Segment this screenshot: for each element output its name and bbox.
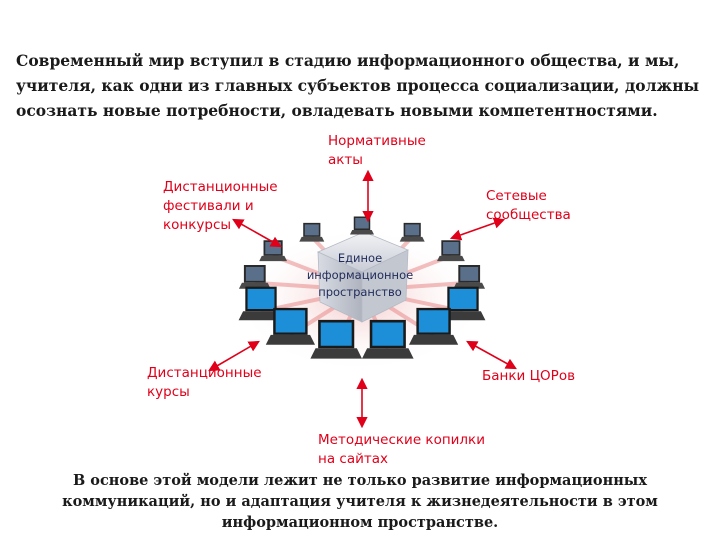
laptop-icon [238, 286, 284, 321]
laptops-ring [238, 216, 486, 359]
center-label-line1: Единое [338, 251, 382, 265]
laptop-icon [440, 286, 486, 321]
laptop-icon [362, 319, 414, 359]
label-cor-banks: Банки ЦОРов [482, 368, 576, 384]
laptop-icon [238, 264, 271, 289]
arrow-top-right [449, 217, 506, 241]
center-cube: Единое информационное пространство [307, 231, 413, 323]
laptop-icon [409, 307, 459, 345]
label-distance-festivals: Дистанционные фестивали и конкурсы [163, 179, 278, 233]
laptop-icon [453, 264, 486, 289]
laptop-icon [299, 222, 325, 242]
laptop-icon [310, 319, 362, 359]
arrow-top-left [232, 218, 282, 248]
center-label-line3: пространство [318, 285, 402, 299]
laptop-icon [350, 216, 374, 235]
label-distance-courses: Дистанционные курсы [147, 365, 262, 400]
arrow-bottom-right [466, 340, 517, 370]
arrow-bottom-left [208, 340, 260, 372]
label-normative-acts: Нормативные акты [328, 133, 426, 168]
laptop-icon [436, 240, 465, 262]
label-network-communities: Сетевые сообщества [486, 188, 571, 223]
intro-text: Современный мир вступил в стадию информа… [16, 51, 700, 120]
label-method-collections: Методические копилки на сайтах [318, 432, 485, 467]
center-label-line2: информационное [307, 268, 413, 282]
outro-text: В основе этой модели лежит не только раз… [62, 472, 658, 531]
laptop-icon [265, 307, 315, 345]
laptop-icon [399, 222, 425, 242]
